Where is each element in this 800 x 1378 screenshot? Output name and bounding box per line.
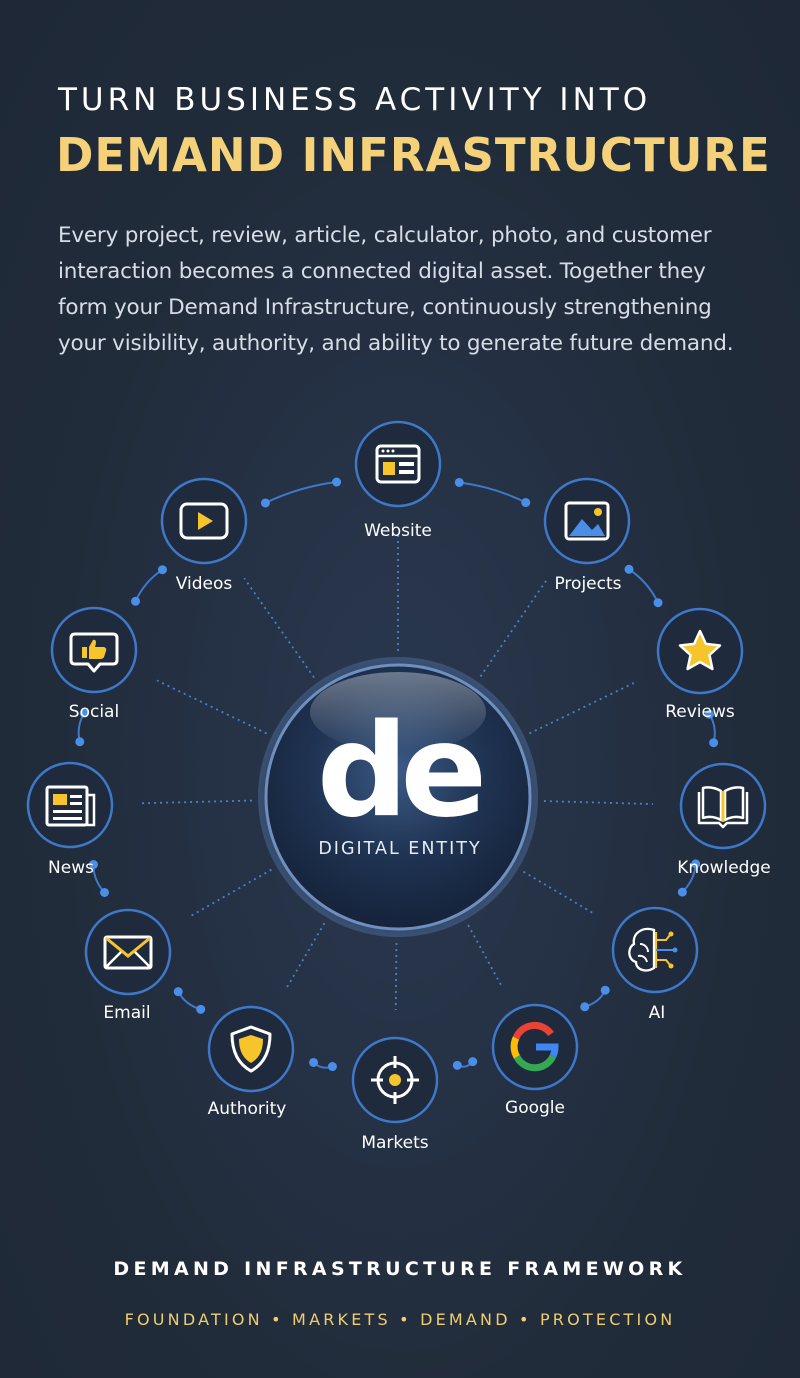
connector-dot-5-1 (452, 1060, 462, 1070)
digital-entity-hub: de DIGITAL ENTITY (258, 657, 538, 937)
connector-dot-7-1 (173, 987, 183, 997)
node-label-reviews: Reviews (665, 702, 735, 722)
connector-dot-3-0 (691, 859, 701, 869)
node-label-google: Google (505, 1098, 565, 1118)
node-news[interactable]: News (26, 761, 114, 878)
star-icon (678, 629, 722, 671)
node-ai[interactable]: AI (611, 906, 699, 1023)
google-g-icon (510, 1021, 559, 1072)
connector-dot-0-1 (521, 498, 531, 508)
spoke-8 (188, 868, 272, 918)
footer-subtitle: FOUNDATION • MARKETS • DEMAND • PROTECTI… (124, 1310, 676, 1329)
connector-dot-2-1 (709, 738, 719, 748)
node-videos[interactable]: Videos (160, 477, 248, 594)
node-label-social: Social (69, 702, 119, 722)
connector-dot-11-0 (260, 498, 270, 508)
connector-dot-11-1 (332, 477, 342, 487)
connector-dot-6-0 (327, 1062, 337, 1072)
connector-dot-2-0 (704, 709, 714, 719)
ring-connectors (75, 477, 719, 1072)
node-reviews[interactable]: Reviews (656, 607, 744, 722)
spoke-lines (139, 534, 654, 1011)
node-label-authority: Authority (208, 1099, 287, 1119)
node-label-news: News (48, 858, 94, 878)
node-label-ai: AI (649, 1003, 666, 1023)
headline: TURN BUSINESS ACTIVITY INTO (58, 82, 652, 118)
play-video-icon (179, 502, 229, 540)
spoke-7 (285, 922, 326, 989)
spoke-5 (467, 924, 503, 987)
node-knowledge[interactable]: Knowledge (677, 762, 771, 878)
node-label-email: Email (103, 1003, 150, 1023)
node-authority[interactable]: Authority (208, 1005, 295, 1119)
node-email[interactable]: Email (84, 908, 172, 1023)
page-title: DEMAND INFRASTRUCTURE (56, 128, 771, 182)
envelope-icon (103, 935, 153, 970)
node-label-knowledge: Knowledge (677, 858, 770, 878)
connector-dot-8-1 (88, 860, 98, 870)
ai-brain-icon (628, 927, 678, 972)
connector-dot-10-0 (131, 596, 141, 606)
intro-paragraph: Every project, review, article, calculat… (58, 223, 734, 356)
connector-dot-10-1 (157, 565, 167, 575)
ring-arc-8 (92, 864, 106, 894)
connector-dot-1-0 (624, 564, 634, 574)
node-label-markets: Markets (361, 1133, 428, 1153)
node-website[interactable]: Website (354, 420, 442, 541)
ring-arc-0 (459, 481, 527, 504)
node-projects[interactable]: Projects (543, 477, 631, 594)
connector-dot-1-1 (653, 598, 663, 608)
footer-title: DEMAND INFRASTRUCTURE FRAMEWORK (113, 1258, 687, 1280)
connector-dot-4-1 (580, 1002, 590, 1012)
ring-arc-11 (264, 481, 337, 504)
spoke-9 (139, 799, 253, 805)
spoke-2 (529, 680, 638, 735)
connector-dot-3-1 (677, 887, 687, 897)
de-logo: de (317, 697, 482, 846)
connector-dot-7-0 (196, 1004, 206, 1014)
spoke-6 (394, 942, 398, 1011)
connector-dot-8-0 (100, 887, 110, 897)
node-social[interactable]: Social (50, 606, 138, 722)
node-label-website: Website (364, 521, 432, 541)
connector-dot-5-0 (468, 1057, 478, 1067)
connector-dot-4-0 (600, 985, 610, 995)
connector-dot-6-1 (309, 1057, 319, 1067)
spoke-10 (156, 679, 267, 735)
open-book-icon (697, 786, 749, 829)
node-label-projects: Projects (554, 574, 621, 594)
connector-dot-0-0 (454, 477, 464, 487)
image-gallery-icon (564, 501, 610, 541)
spoke-1 (479, 578, 549, 678)
shield-icon (230, 1025, 272, 1073)
thumbs-up-chat-icon (69, 632, 119, 673)
ring-arc-1 (628, 568, 659, 604)
node-markets[interactable]: Markets (351, 1036, 439, 1153)
node-ring: Website Projects Reviews (26, 420, 771, 1153)
target-crosshair-icon (371, 1056, 419, 1104)
newspaper-icon (45, 785, 96, 827)
browser-window-icon (375, 444, 421, 484)
spoke-11 (243, 577, 315, 679)
connector-dot-9-1 (79, 708, 89, 718)
node-google[interactable]: Google (491, 1003, 579, 1118)
spoke-4 (522, 870, 596, 915)
spoke-3 (543, 800, 654, 805)
ring-arc-10 (134, 568, 164, 602)
connector-dot-9-0 (75, 737, 85, 747)
node-label-videos: Videos (176, 574, 233, 594)
hub-label: DIGITAL ENTITY (318, 839, 481, 859)
